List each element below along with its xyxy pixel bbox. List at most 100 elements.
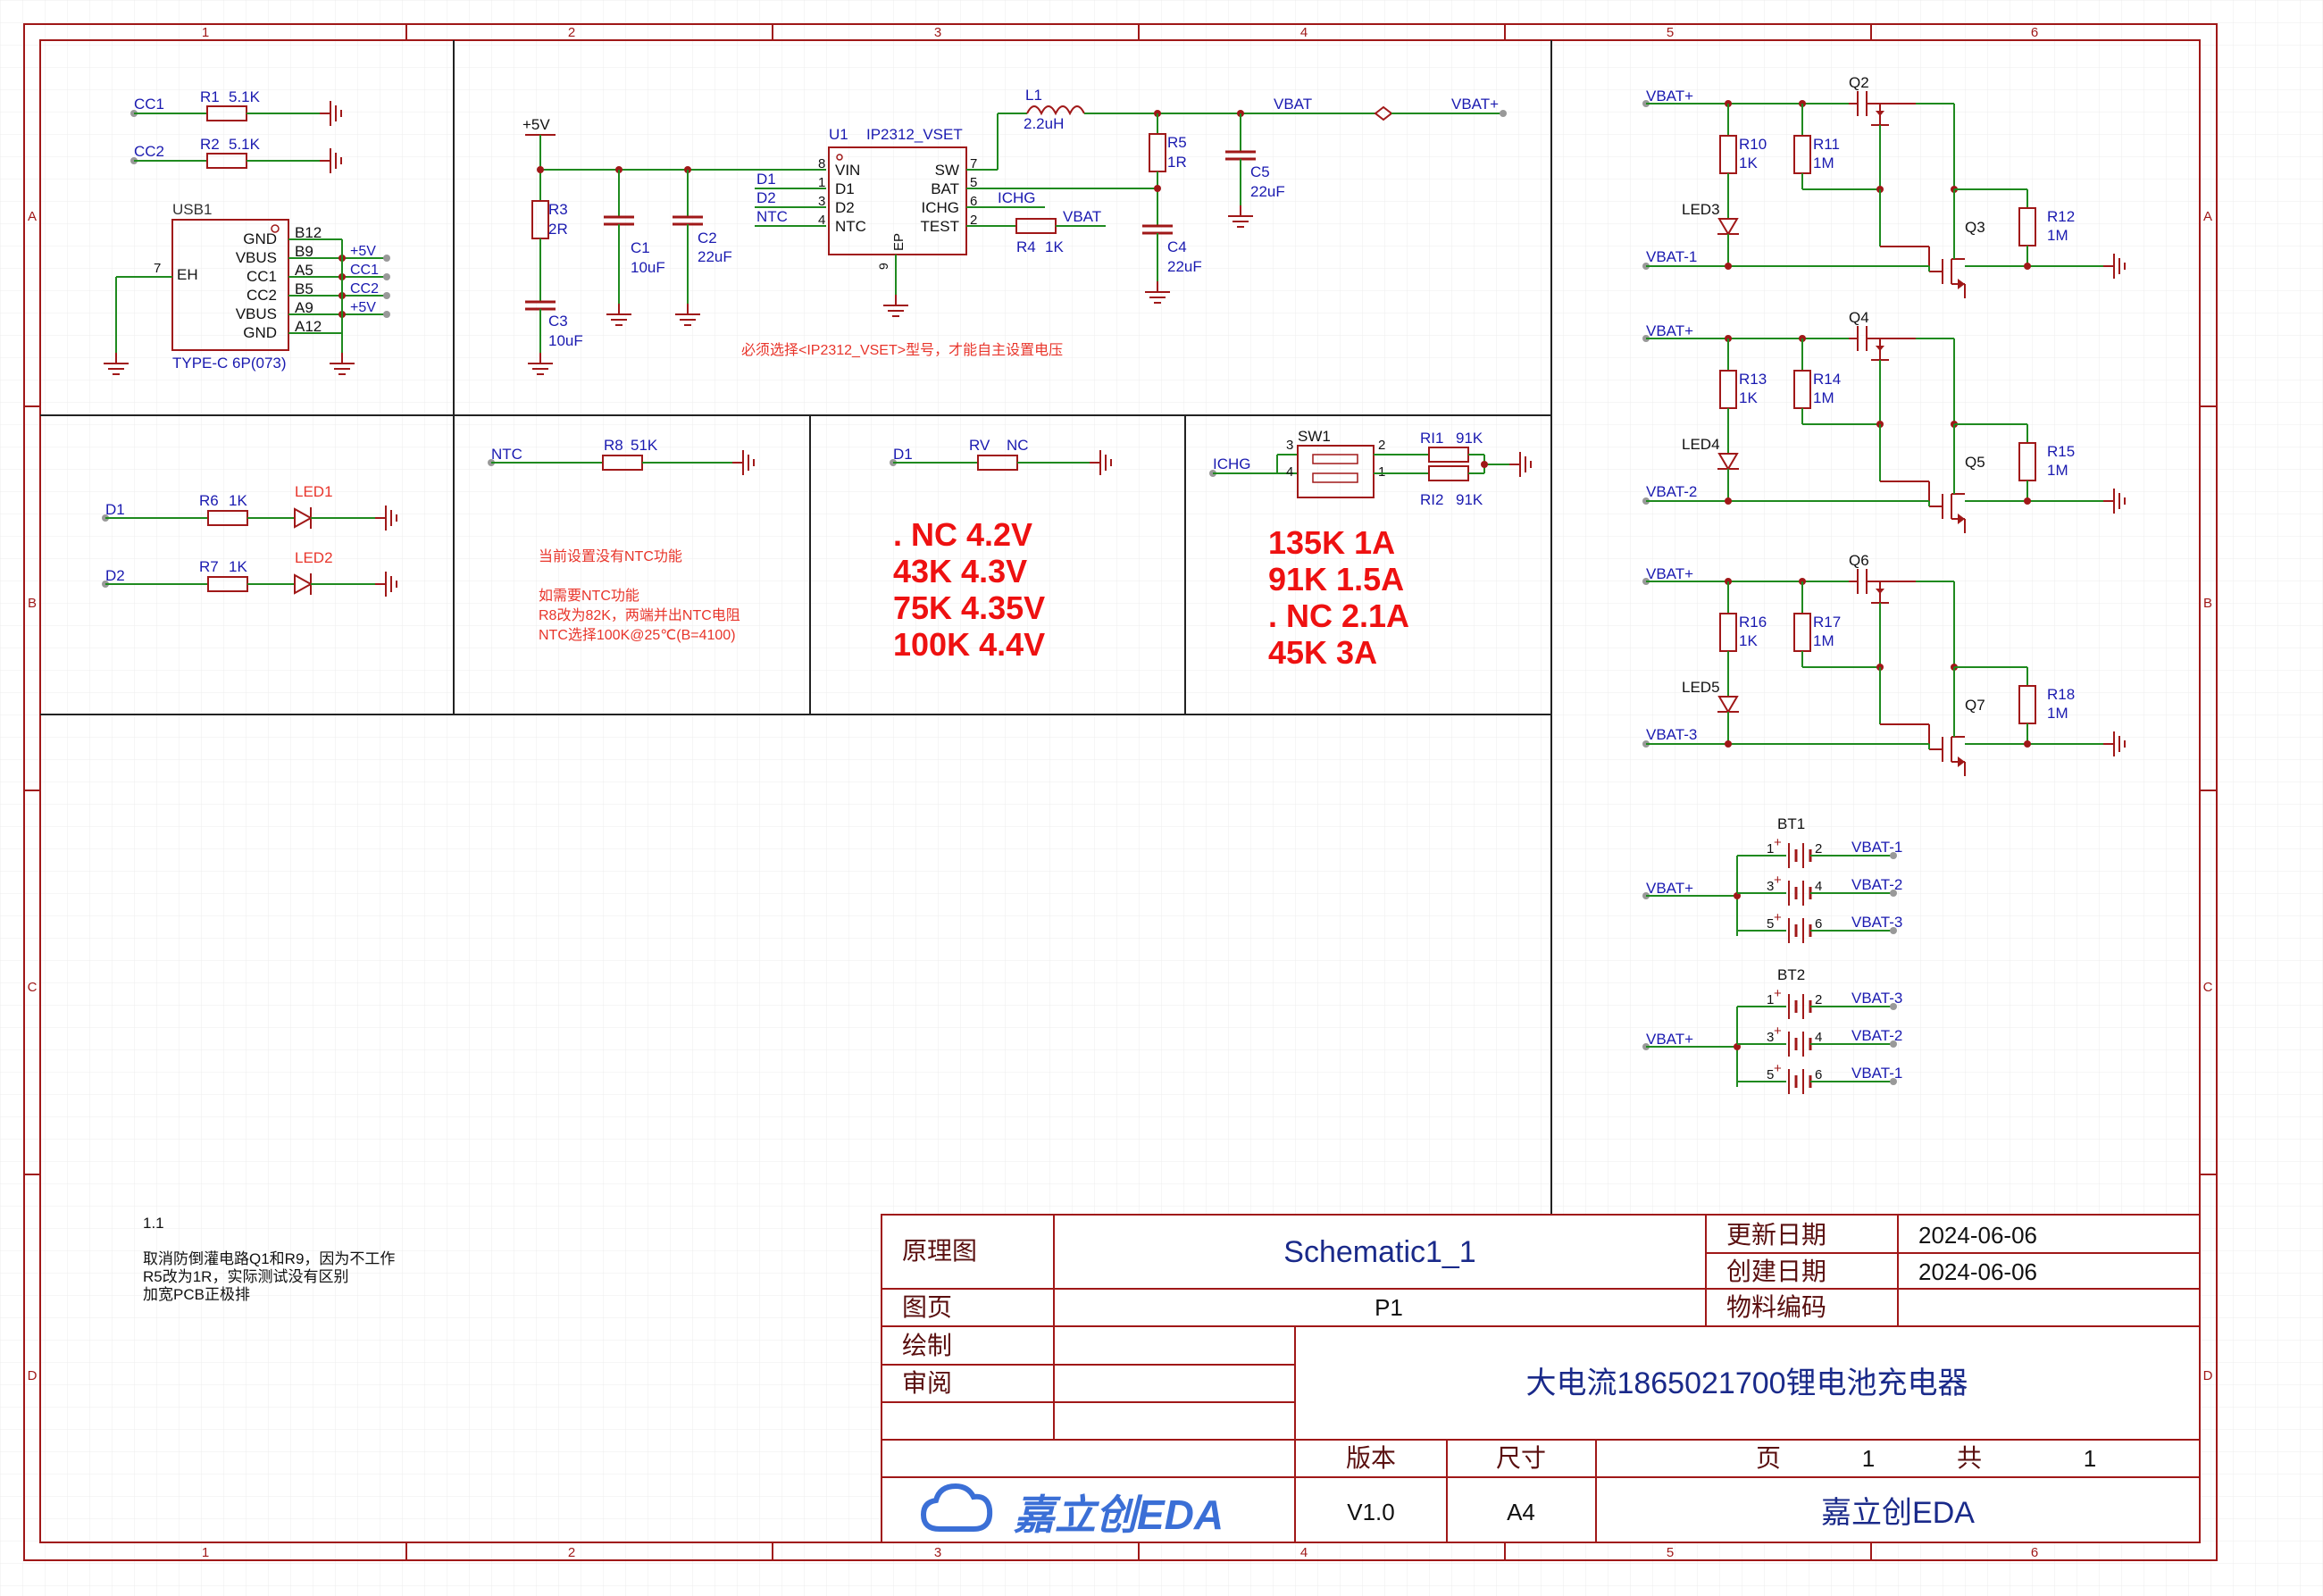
resistor-ref: R16 [1739,614,1767,631]
tb-created-date: 2024-06-06 [1918,1258,2037,1285]
c1-value: 10uF [631,259,665,276]
resistor-ref: R17 [1813,614,1841,631]
current-table-row: 135K 1A [1268,524,1395,561]
tb-total-label: 共 [1957,1443,1982,1473]
r6-value: 1K [229,492,247,509]
sw1-pin: 2 [1378,438,1385,453]
sw1-pin: 1 [1378,464,1385,480]
resistor-value: 1M [2047,462,2068,479]
usb-pin-net: +5V [350,244,376,259]
battery-cell-net: VBAT-1 [1851,1065,1902,1082]
sw1-pin: 3 [1286,438,1293,453]
charger-left-net: D2 [756,189,776,206]
r1-value: 5.1K [229,88,261,105]
ri2-value: 91K [1456,491,1483,508]
tb-type-label: 原理图 [902,1236,977,1266]
ri1-ref: RI1 [1420,430,1443,447]
vbat-net-label: VBAT [1274,96,1312,113]
protection-circuits: VBAT+Q2R101KLED3R111MQ3R121MVBAT-1VBAT+Q… [1642,74,2126,776]
ic-right-pin-name: SW [935,162,959,179]
tb-page-value: P1 [1375,1294,1403,1321]
resistor-ref: R18 [2047,686,2075,703]
test-vbat-net-label: VBAT [1063,208,1101,225]
c2-value: 22uF [698,248,732,265]
frame-row-left-D: D [28,1368,38,1383]
c5-value: 22uF [1250,183,1285,200]
usb-pin-number: A12 [295,318,322,335]
battery-pin: 5 [1767,1067,1774,1082]
voltage-table-row: 75K 4.35V [893,589,1045,626]
frame-col-bottom-1: 1 [202,1545,209,1560]
logo-text: 嘉立创EDA [1014,1492,1224,1538]
charger-left-net: D1 [756,171,776,188]
frame-col-top-6: 6 [2031,25,2038,40]
usb-section: CC1 R1 5.1K CC2 R2 5.1K USB1 EH 7 TYPE-C… [103,88,390,375]
revision-line: 加宽PCB正极排 [143,1286,250,1303]
r4-ref: R4 [1016,238,1036,255]
protection-vout-net: VBAT-2 [1646,483,1697,500]
battery-pin: 5 [1767,916,1774,932]
usb-pin-net: CC2 [350,281,379,297]
l1-ref: L1 [1025,87,1042,104]
led-ref: LED5 [1682,679,1720,696]
charger-section: +5V R3 2R C3 10uF C1 10uF C2 22uF [522,87,1507,375]
net-cc1-label: CC1 [134,96,164,113]
protection-vout-net: VBAT-3 [1646,726,1697,743]
frame-row-right-B: B [2203,596,2212,611]
current-table-row: 91K 1.5A [1268,561,1404,597]
r8-ref: R8 [604,437,623,454]
current-table: 135K 1A 91K 1.5A. NC 2.1A 45K 3A [1268,524,1409,671]
revision-note: 1.1 取消防倒灌电路Q1和R9，因为不工作R5改为1R，实际测试没有区别加宽P… [143,1215,395,1303]
r5-value: 1R [1167,154,1187,171]
resistor-value: 1M [2047,227,2068,244]
battery-plus-sign: + [1774,910,1782,925]
battery-cell-net: VBAT-3 [1851,914,1902,931]
r3-value: 2R [548,221,568,238]
battery-ref: BT1 [1777,815,1805,832]
resistor-value: 1K [1739,389,1758,406]
u1-refdes: U1 [829,126,848,143]
battery-pin: 3 [1767,879,1774,894]
charger-left-net: NTC [756,208,788,225]
battery-cell-net: VBAT-1 [1851,839,1902,856]
usb-pin-eh-num: 7 [154,261,161,276]
battery-net: VBAT+ [1646,880,1693,897]
cloud-icon [920,1483,993,1532]
ic-left-pin-num: 3 [818,194,825,209]
resistor-value: 1M [2047,705,2068,722]
r7-ref: R7 [199,558,219,575]
r8-value: 51K [631,437,658,454]
tb-company: 嘉立创EDA [1821,1496,1975,1530]
revision-line: 取消防倒灌电路Q1和R9，因为不工作 [143,1250,395,1267]
current-net-label: ICHG [1213,455,1251,472]
ic-left-pin-name: VIN [835,162,860,179]
usb-part-name: TYPE-C 6P(073) [172,355,287,372]
frame-col-bottom-2: 2 [568,1545,575,1560]
pmos-ref: Q4 [1849,309,1869,326]
r6-ref: R6 [199,492,219,509]
battery-cell-net: VBAT-2 [1851,876,1902,893]
voltage-table-row: 100K 4.4V [893,626,1045,663]
ic-right-pin-name: TEST [921,218,959,235]
ic-right-pin-name: BAT [931,180,959,197]
sw1-pin-numbers: 3 4 2 1 [1286,438,1385,480]
usb-pin-number: B5 [295,280,313,297]
tb-version-value: V1.0 [1347,1499,1395,1525]
ichg-net-label: ICHG [998,189,1036,206]
protection-vin-net: VBAT+ [1646,88,1693,104]
section-dividers [40,40,1552,1215]
resistor-ref: R13 [1739,371,1767,388]
led-ref: LED3 [1682,201,1720,218]
sw1-pin: 4 [1286,464,1293,480]
usb-pin-number: B12 [295,224,322,241]
frame-row-right-D: D [2203,1368,2213,1383]
vin-net-label: +5V [522,116,550,133]
vbatp-net-label: VBAT+ [1451,96,1499,113]
usb-pin-net: CC1 [350,263,379,278]
r4-value: 1K [1045,238,1064,255]
